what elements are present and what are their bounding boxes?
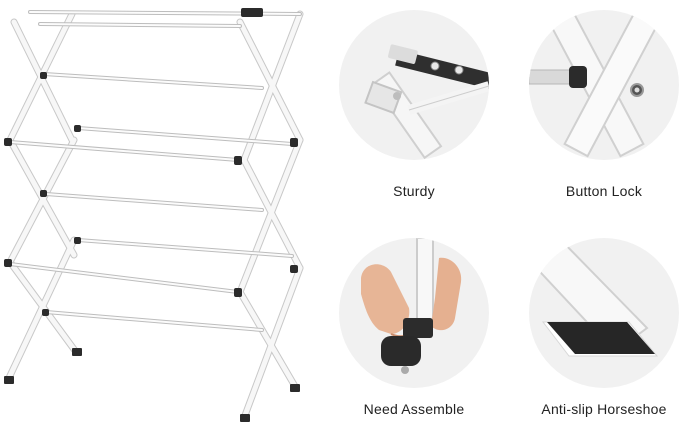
- feature-anti-slip-horseshoe-label: Anti-slip Horseshoe: [541, 401, 667, 417]
- feature-button-lock-image: [529, 10, 679, 160]
- feature-need-assemble-label: Need Assemble: [363, 401, 465, 417]
- assembly-hand-icon: [361, 238, 462, 374]
- feature-need-assemble-image: [339, 238, 489, 388]
- feature-sturdy-label: Sturdy: [393, 183, 435, 199]
- feature-sturdy-image: [339, 10, 489, 160]
- feature-anti-slip-horseshoe-image: [529, 238, 679, 388]
- hinge-closeup-icon: [364, 44, 489, 160]
- button-lock-icon: [529, 10, 669, 158]
- drying-rack-product-image: [0, 0, 320, 433]
- horseshoe-foot-icon: [529, 238, 659, 357]
- drying-rack-icon: [4, 8, 304, 422]
- feature-button-lock-label: Button Lock: [565, 183, 643, 199]
